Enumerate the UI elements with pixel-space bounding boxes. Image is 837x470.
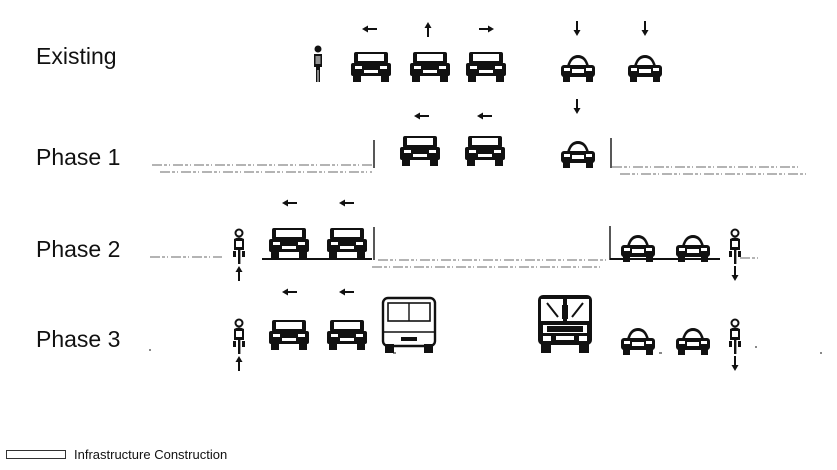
arrow-left-icon <box>339 289 354 296</box>
arrow-left-icon <box>282 289 297 296</box>
arrow-down-icon <box>574 21 581 36</box>
arrow-left-icon <box>477 113 492 120</box>
legend-swatch <box>6 450 66 459</box>
car-rear-icon <box>327 228 367 258</box>
car-rear-icon <box>269 228 309 258</box>
car-front-icon <box>676 328 710 355</box>
legend-label: Infrastructure Construction <box>74 447 227 462</box>
car-rear-icon <box>466 52 506 82</box>
curb-marks <box>149 346 822 354</box>
cyclist-icon <box>233 229 245 265</box>
arrow-left-icon <box>282 200 297 207</box>
pedestrian-icon <box>314 46 322 83</box>
car-front-icon <box>561 55 595 82</box>
car-front-icon <box>621 328 655 355</box>
car-front-icon <box>561 141 595 168</box>
arrow-up-icon <box>236 356 243 371</box>
arrow-up-icon <box>236 266 243 281</box>
cyclist-icon <box>729 229 741 265</box>
legend: Infrastructure Construction <box>6 447 227 462</box>
car-rear-icon <box>465 136 505 166</box>
arrow-right-icon <box>479 26 494 33</box>
arrow-up-icon <box>425 22 432 37</box>
car-rear-icon <box>269 320 309 350</box>
car-rear-icon <box>400 136 440 166</box>
car-rear-icon <box>351 52 391 82</box>
car-rear-icon <box>410 52 450 82</box>
car-front-icon <box>621 235 655 262</box>
car-front-icon <box>628 55 662 82</box>
arrow-left-icon <box>339 200 354 207</box>
bus-rear-icon <box>383 298 435 353</box>
bus-front-icon <box>538 295 592 353</box>
arrow-left-icon <box>362 26 377 33</box>
arrow-left-icon <box>414 113 429 120</box>
arrow-down-icon <box>574 99 581 114</box>
arrow-down-icon <box>732 266 739 281</box>
cyclist-icon <box>729 319 741 355</box>
construction-zone <box>152 165 808 174</box>
arrow-down-icon <box>642 21 649 36</box>
car-rear-icon <box>327 320 367 350</box>
car-front-icon <box>676 235 710 262</box>
cyclist-icon <box>233 319 245 355</box>
arrow-down-icon <box>732 356 739 371</box>
